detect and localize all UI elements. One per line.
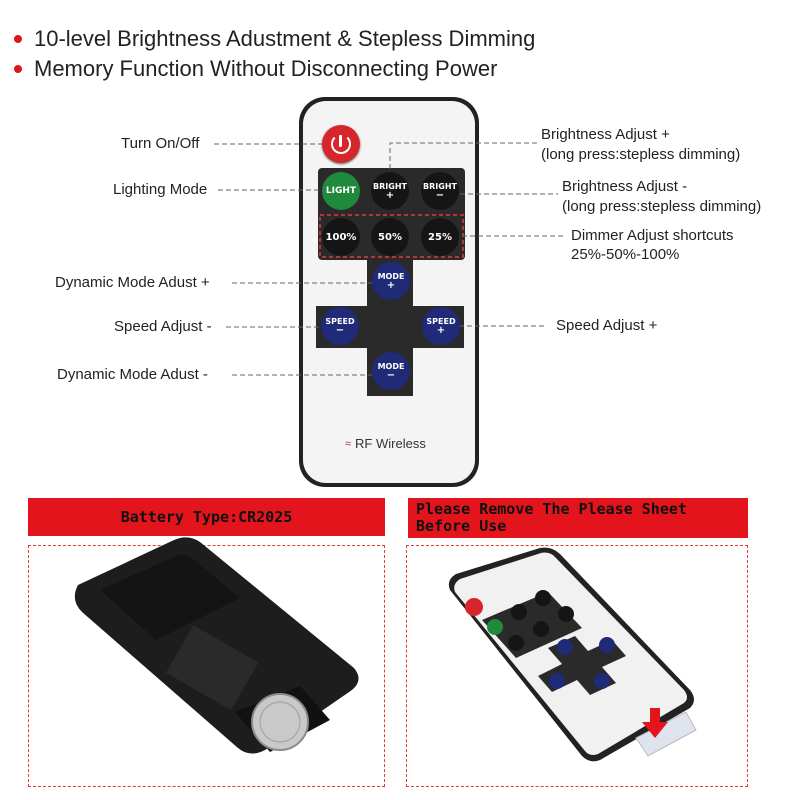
mode-plus-button[interactable]: MODE +: [372, 262, 410, 300]
power-button[interactable]: [322, 125, 360, 163]
bright-minus-sign: −: [435, 189, 445, 201]
callout-speed-minus: Speed Adjust -: [114, 318, 212, 335]
insulation-sheet: [635, 711, 697, 757]
dim-100-small: [508, 635, 524, 651]
speed-minus-sign: −: [335, 324, 345, 336]
wireless-icon: ≈: [345, 437, 352, 450]
bright-minus-small: [535, 590, 551, 606]
battery-frame: [28, 545, 385, 787]
callout-dimmer: Dimmer Adjust shortcuts: [571, 227, 734, 244]
headline-bullet-2: Memory Function Without Disconnecting Po…: [10, 56, 497, 82]
speed-minus-button[interactable]: SPEED −: [321, 307, 359, 345]
mode-minus-button[interactable]: MODE −: [372, 352, 410, 390]
light-button-label: LIGHT: [325, 186, 357, 196]
callout-bright-plus-note: (long press:stepless dimming): [541, 146, 741, 163]
speed-minus-label: SPEED: [325, 316, 355, 326]
headline-line-1: 10-level Brightness Adustment & Stepless…: [34, 26, 536, 51]
callout-lighting-mode: Lighting Mode: [113, 181, 208, 198]
embossed-label: [165, 625, 259, 711]
power-icon-stem: [339, 135, 342, 147]
sheet-title-line-2: Before Use: [416, 517, 507, 535]
light-button[interactable]: LIGHT: [322, 172, 360, 210]
callout-speed-plus: Speed Adjust +: [556, 317, 658, 334]
battery-banner: Battery Type:CR2025: [28, 498, 385, 536]
bright-plus-sign: +: [385, 189, 395, 201]
mode-minus-small: [594, 673, 610, 689]
dim-25-small: [558, 606, 574, 622]
speed-plus-label: SPEED: [426, 316, 456, 326]
speed-plus-button[interactable]: SPEED +: [422, 307, 460, 345]
callout-bright-plus: Brightness Adjust +: [541, 126, 670, 143]
power-button-small: [465, 598, 483, 616]
mode-plus-small: [557, 639, 573, 655]
bullet-dot: [14, 65, 22, 73]
coin-battery-ring: [259, 701, 301, 743]
dim-100-label: 100%: [325, 231, 357, 243]
callout-dynamic-minus: Dynamic Mode Adust -: [57, 366, 208, 383]
rf-wireless-mark: ≈ RF Wireless: [345, 436, 426, 451]
headline-bullet-1: 10-level Brightness Adustment & Stepless…: [10, 26, 535, 52]
remote-back-recess: [100, 554, 240, 640]
sheet-frame: [406, 545, 748, 787]
headline-line-2: Memory Function Without Disconnecting Po…: [34, 56, 498, 81]
callout-turn-on-off: Turn On/Off: [121, 135, 200, 152]
bright-minus-label: BRIGHT: [423, 181, 457, 191]
dim-25-label: 25%: [428, 231, 452, 243]
bright-minus-button[interactable]: BRIGHT −: [421, 172, 459, 210]
mode-plus-sign: +: [386, 279, 396, 291]
speed-minus-small: [549, 673, 565, 689]
cross-panel: [316, 258, 464, 396]
button-field-small: [482, 592, 582, 658]
speed-plus-small: [599, 637, 615, 653]
bright-plus-small: [511, 604, 527, 620]
mode-minus-sign: −: [386, 369, 396, 381]
callout-dynamic-plus: Dynamic Mode Adust +: [55, 274, 210, 291]
dim-25-button[interactable]: 25%: [421, 218, 459, 256]
light-button-small: [487, 619, 503, 635]
callout-dimmer-values: 25%-50%-100%: [571, 246, 680, 263]
bright-plus-button[interactable]: BRIGHT +: [371, 172, 409, 210]
bright-plus-label: BRIGHT: [373, 181, 407, 191]
battery-title: Battery Type:CR2025: [120, 508, 293, 526]
power-icon: [331, 134, 351, 154]
mode-plus-label: MODE: [377, 271, 405, 281]
bullet-dot: [14, 35, 22, 43]
sheet-banner: Please Remove The Please Sheet Before Us…: [408, 498, 748, 538]
rf-wireless-label: RF Wireless: [355, 436, 426, 451]
pull-arrow-icon: [642, 708, 668, 738]
sheet-title-line-1: Please Remove The Please Sheet: [416, 500, 687, 518]
speed-plus-sign: +: [436, 324, 446, 336]
dim-50-button[interactable]: 50%: [371, 218, 409, 256]
dim-50-label: 50%: [378, 231, 402, 243]
mode-minus-label: MODE: [377, 361, 405, 371]
callout-bright-minus-note: (long press:stepless dimming): [562, 198, 762, 215]
callout-bright-minus: Brightness Adjust -: [562, 178, 688, 195]
leader-bright-plus: [389, 142, 537, 172]
dim-50-small: [533, 621, 549, 637]
dim-100-button[interactable]: 100%: [322, 218, 360, 256]
